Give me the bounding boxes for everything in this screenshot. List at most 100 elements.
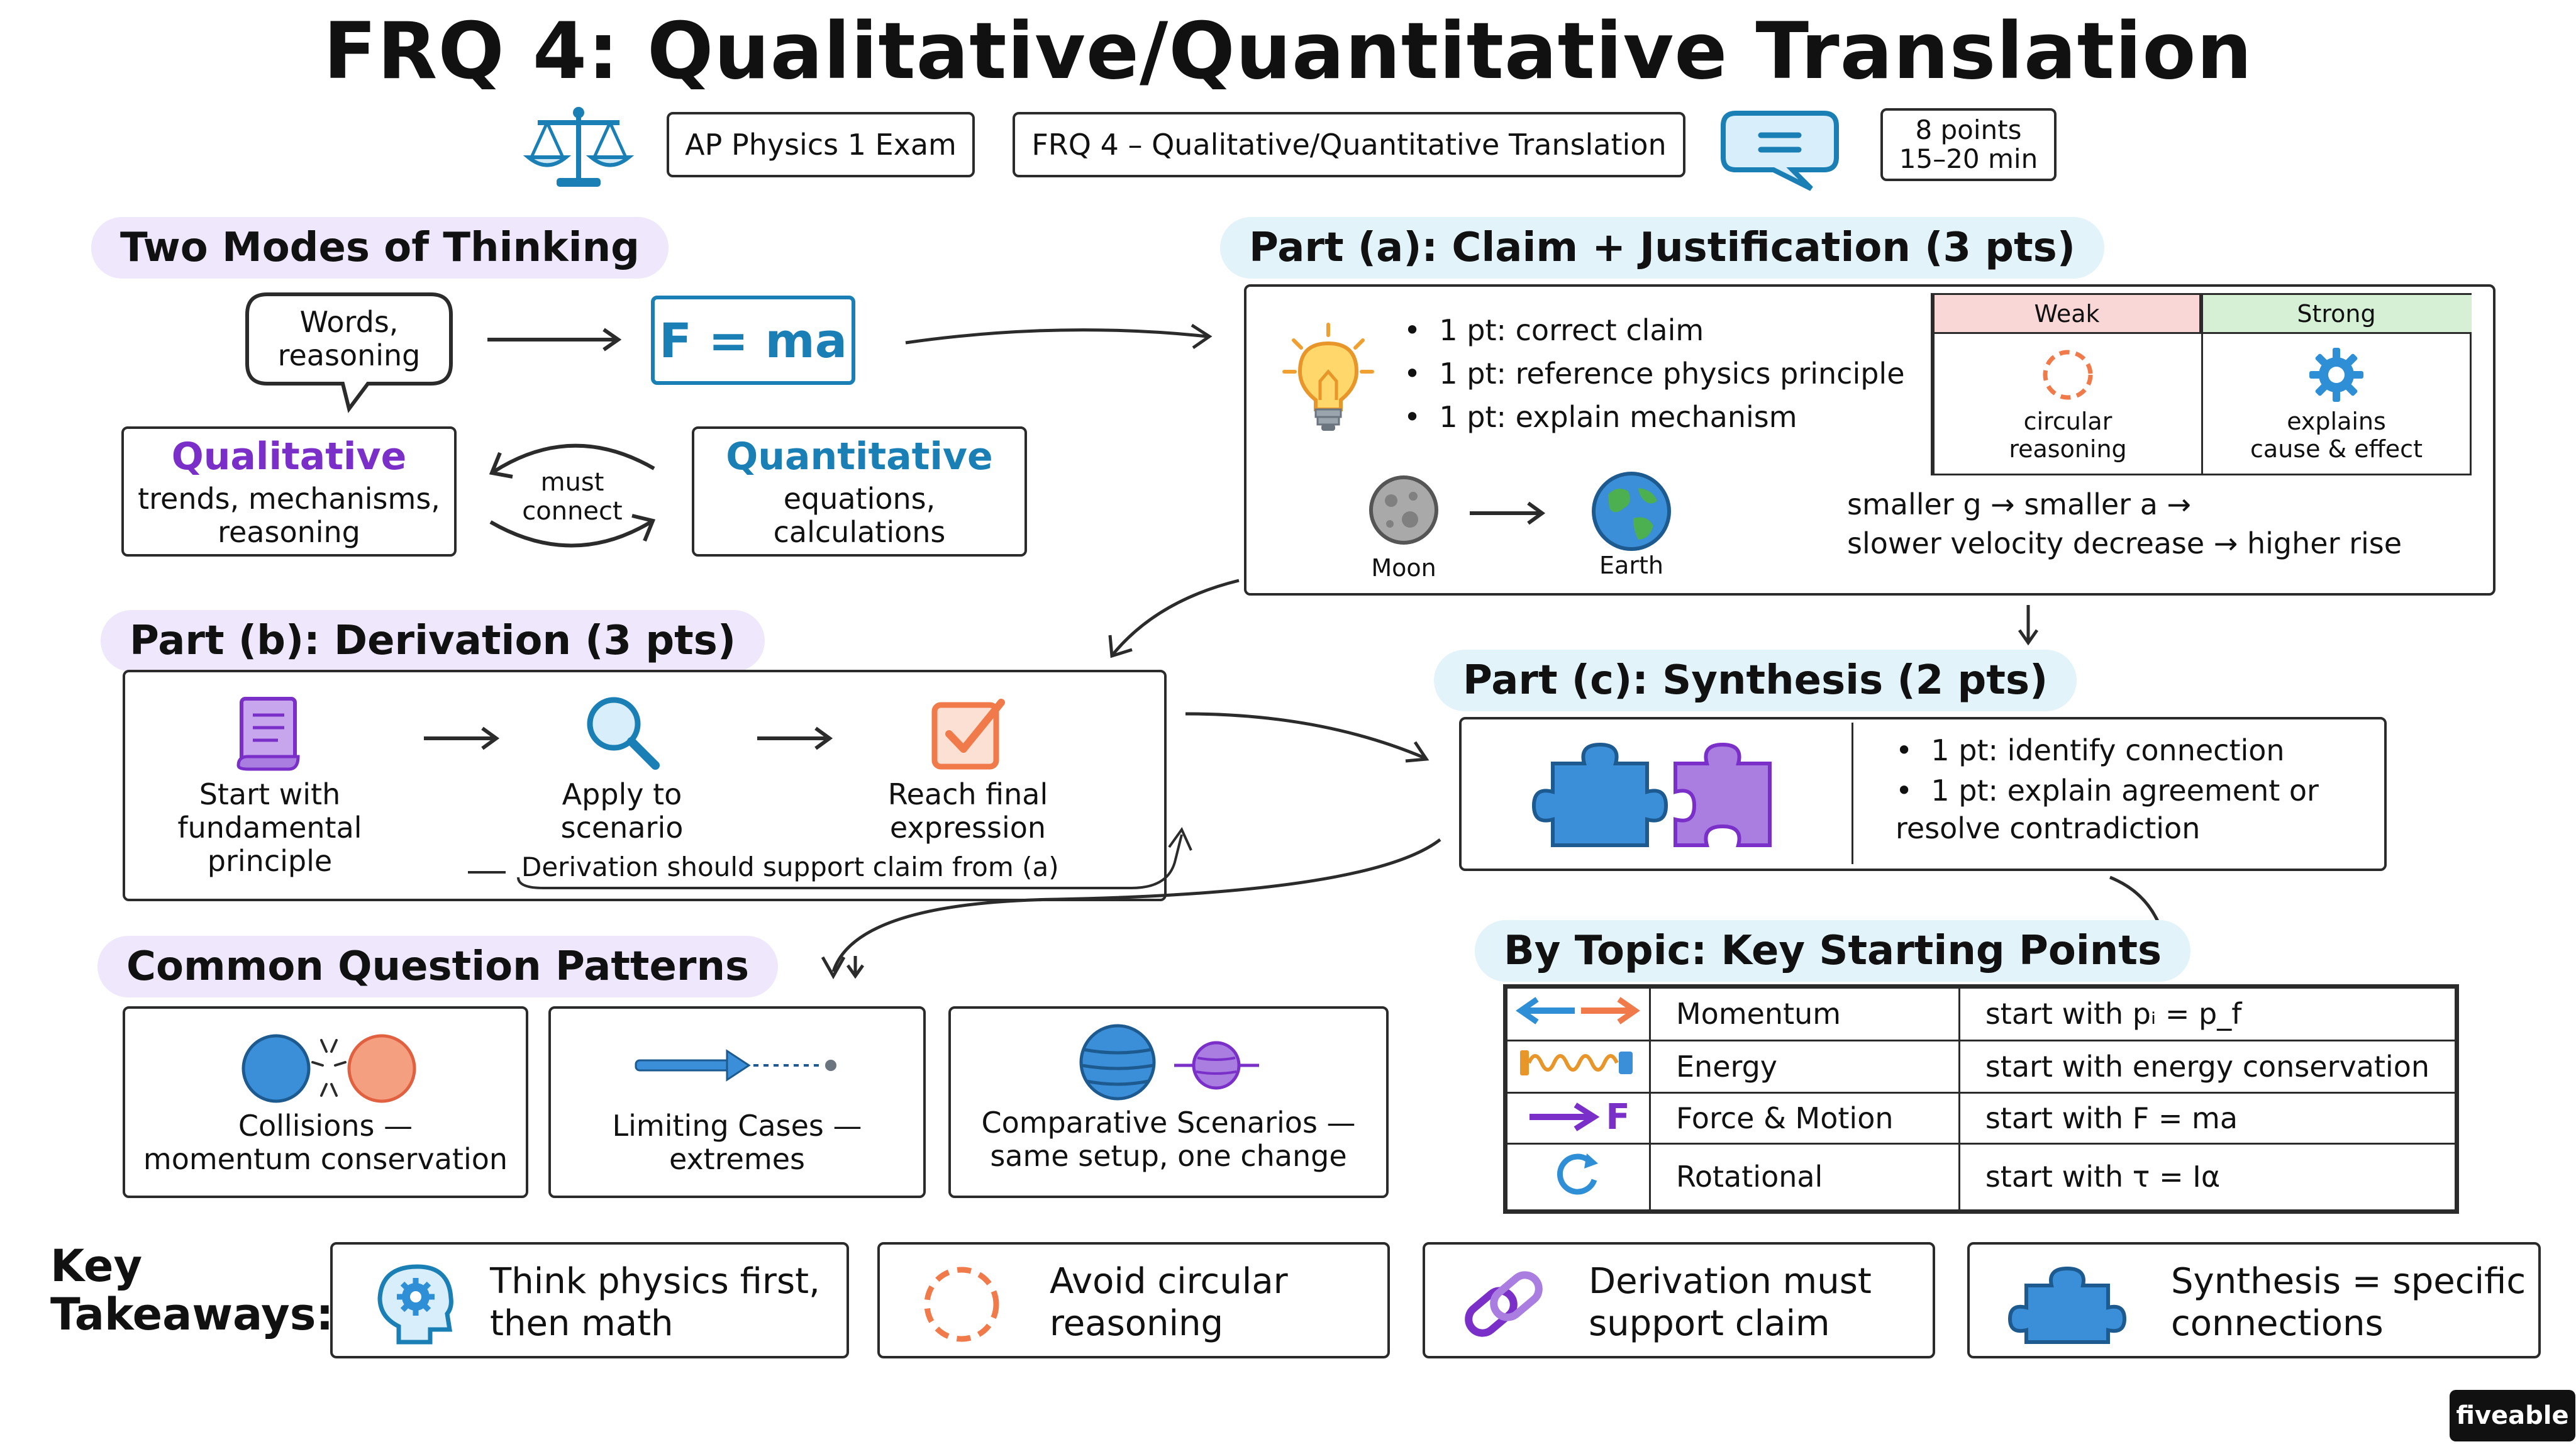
topic-start: start with energy conservation [1958, 1039, 2457, 1094]
page-title: FRQ 4: Qualitative/Quantitative Translat… [323, 6, 2253, 97]
derivation-step: Start with fundamental principle [163, 691, 377, 878]
strong-header: Strong [2201, 295, 2472, 334]
quantitative-desc: equations, calculations [773, 481, 946, 549]
puzzle-piece-icon [2007, 1263, 2127, 1348]
lightbulb-icon [1281, 321, 1375, 437]
step-label: Start with fundamental principle [177, 777, 362, 878]
arrow-part-a-to-part-c [2016, 604, 2041, 650]
puzzle-pieces-icon [1531, 738, 1779, 854]
pattern-card-collisions: Collisions — momentum conservation [123, 1006, 528, 1198]
qualitative-desc: trends, mechanisms, reasoning [138, 481, 440, 549]
weak-header: Weak [1935, 295, 2201, 334]
force-icon-text: F [1606, 1096, 1630, 1138]
takeaway-text: Avoid circular reasoning [1050, 1261, 1288, 1345]
part-a-bullet: 1 pt: correct claim [1404, 313, 1704, 347]
strong-label: Strong [2297, 299, 2376, 328]
part-c-bullet: 1 pt: identify connection [1896, 733, 2285, 767]
derivation-note-line [468, 784, 1204, 897]
weak-label: Weak [2034, 299, 2100, 328]
part-a-heading: Part (a): Claim + Justification (3 pts) [1220, 217, 2104, 279]
frq-badge: FRQ 4 – Qualitative/Quantitative Transla… [1013, 112, 1685, 177]
brand-label: fiveable [2456, 1401, 2569, 1430]
time-label: 15–20 min [1899, 143, 2038, 174]
qualitative-title: Qualitative [171, 434, 407, 479]
reasoning-chain: smaller g → smaller a → slower velocity … [1847, 485, 2402, 563]
topic-name: Force & Motion [1648, 1092, 1960, 1145]
connect-arrows: must connect [478, 434, 667, 560]
derivation-step: Reach final expression [848, 691, 1087, 845]
part-b-box: Start with fundamental principle Apply t… [123, 670, 1192, 901]
pattern-label: Limiting Cases — extremes [612, 1109, 862, 1176]
topic-row: Momentum start with pᵢ = p_f [1506, 987, 2457, 1041]
quantitative-title: Quantitative [726, 434, 993, 479]
topic-row: Rotational start with τ = Iα [1506, 1142, 2457, 1212]
part-b-heading: Part (b): Derivation (3 pts) [101, 610, 765, 672]
checkbox-icon [931, 699, 1005, 770]
weak-strong-table: Weak Strong circular reasoning [1931, 293, 2472, 475]
limit-arrow-icon [633, 1043, 840, 1090]
earth-icon [1591, 472, 1671, 551]
scroll-icon [236, 697, 300, 771]
topic-start: start with pᵢ = p_f [1958, 987, 2457, 1041]
quantitative-box: Quantitative equations, calculations [692, 426, 1027, 557]
topic-row: Energy start with energy conservation [1506, 1039, 2457, 1094]
arrow-part-b-to-part-c [1182, 708, 1434, 773]
topic-start: start with τ = Iα [1958, 1142, 2457, 1212]
exam-label: AP Physics 1 Exam [685, 127, 957, 162]
part-a-bullets: 1 pt: correct claim 1 pt: reference phys… [1404, 309, 1905, 439]
part-a-bullet: 1 pt: reference physics principle [1404, 357, 1905, 391]
arrow-moon-to-earth [1467, 501, 1548, 528]
takeaway-card: Derivation must support claim [1423, 1242, 1935, 1358]
scale-icon [522, 104, 635, 192]
takeaway-text: Derivation must support claim [1589, 1261, 1872, 1345]
speech-bubble-icon [1717, 107, 1843, 195]
topic-name: Rotational [1648, 1142, 1960, 1212]
earth-item: Earth [1568, 469, 1694, 579]
qualitative-box: Qualitative trends, mechanisms, reasonin… [121, 426, 457, 557]
topic-name: Momentum [1648, 987, 1960, 1041]
weak-desc: circular reasoning [2009, 408, 2127, 463]
earth-label: Earth [1599, 552, 1663, 579]
topics-heading: By Topic: Key Starting Points [1475, 920, 2191, 982]
part-a-box: 1 pt: correct claim 1 pt: reference phys… [1244, 284, 2496, 596]
takeaway-text: Synthesis = specific connections [2171, 1261, 2526, 1345]
arrow-bubble-to-equation [487, 327, 626, 355]
takeaways-heading: Key Takeaways: [50, 1240, 334, 1340]
brand-badge: fiveable [2450, 1390, 2575, 1441]
arrow-part-a-to-part-b [1101, 575, 1245, 666]
head-gear-icon [370, 1260, 458, 1351]
part-c-heading: Part (c): Synthesis (2 pts) [1434, 650, 2077, 711]
topics-table: Momentum start with pᵢ = p_f Energy star… [1503, 984, 2459, 1214]
pattern-card-comparative: Comparative Scenarios — same setup, one … [948, 1006, 1389, 1198]
derivation-note: Derivation should support claim from (a) [521, 852, 1059, 882]
takeaway-card: Think physics first, then math [330, 1242, 849, 1358]
bubble-text: Words, reasoning [277, 305, 421, 372]
moon-icon [1369, 475, 1438, 545]
points-time-badge: 8 points 15–20 min [1880, 108, 2057, 181]
connect-label: must connect [522, 468, 623, 526]
arrow-to-part-a [902, 318, 1217, 364]
strong-desc: explains cause & effect [2250, 408, 2423, 463]
step-label: Reach final expression [887, 777, 1048, 845]
exam-badge: AP Physics 1 Exam [667, 112, 975, 177]
points-label: 8 points [1915, 114, 2022, 145]
chain-line-2: slower velocity decrease → higher rise [1847, 526, 2402, 561]
derivation-step: Apply to scenario [515, 691, 729, 845]
takeaway-card: Avoid circular reasoning [877, 1242, 1390, 1358]
part-c-box: 1 pt: identify connection 1 pt: explain … [1459, 717, 2387, 871]
equation-text: F = ma [659, 312, 847, 369]
topic-row: F Force & Motion start with F = ma [1506, 1092, 2457, 1145]
force-arrow-icon: F [1526, 1096, 1630, 1138]
pattern-card-limiting: Limiting Cases — extremes [548, 1006, 926, 1198]
rotation-icon [1557, 1153, 1599, 1195]
arrow-part-c-to-patterns [805, 836, 1446, 990]
pattern-label: Comparative Scenarios — same setup, one … [981, 1106, 1356, 1173]
gear-icon [2309, 348, 2363, 402]
part-c-bullet: 1 pt: explain agreement or resolve contr… [1896, 774, 2319, 845]
chain-link-icon [1460, 1263, 1548, 1348]
spring-icon [1520, 1050, 1633, 1076]
step-label: Apply to scenario [560, 777, 684, 845]
step-arrow [421, 726, 502, 753]
double-arrow-icon [1516, 997, 1641, 1024]
pattern-label: Collisions — momentum conservation [143, 1109, 508, 1176]
